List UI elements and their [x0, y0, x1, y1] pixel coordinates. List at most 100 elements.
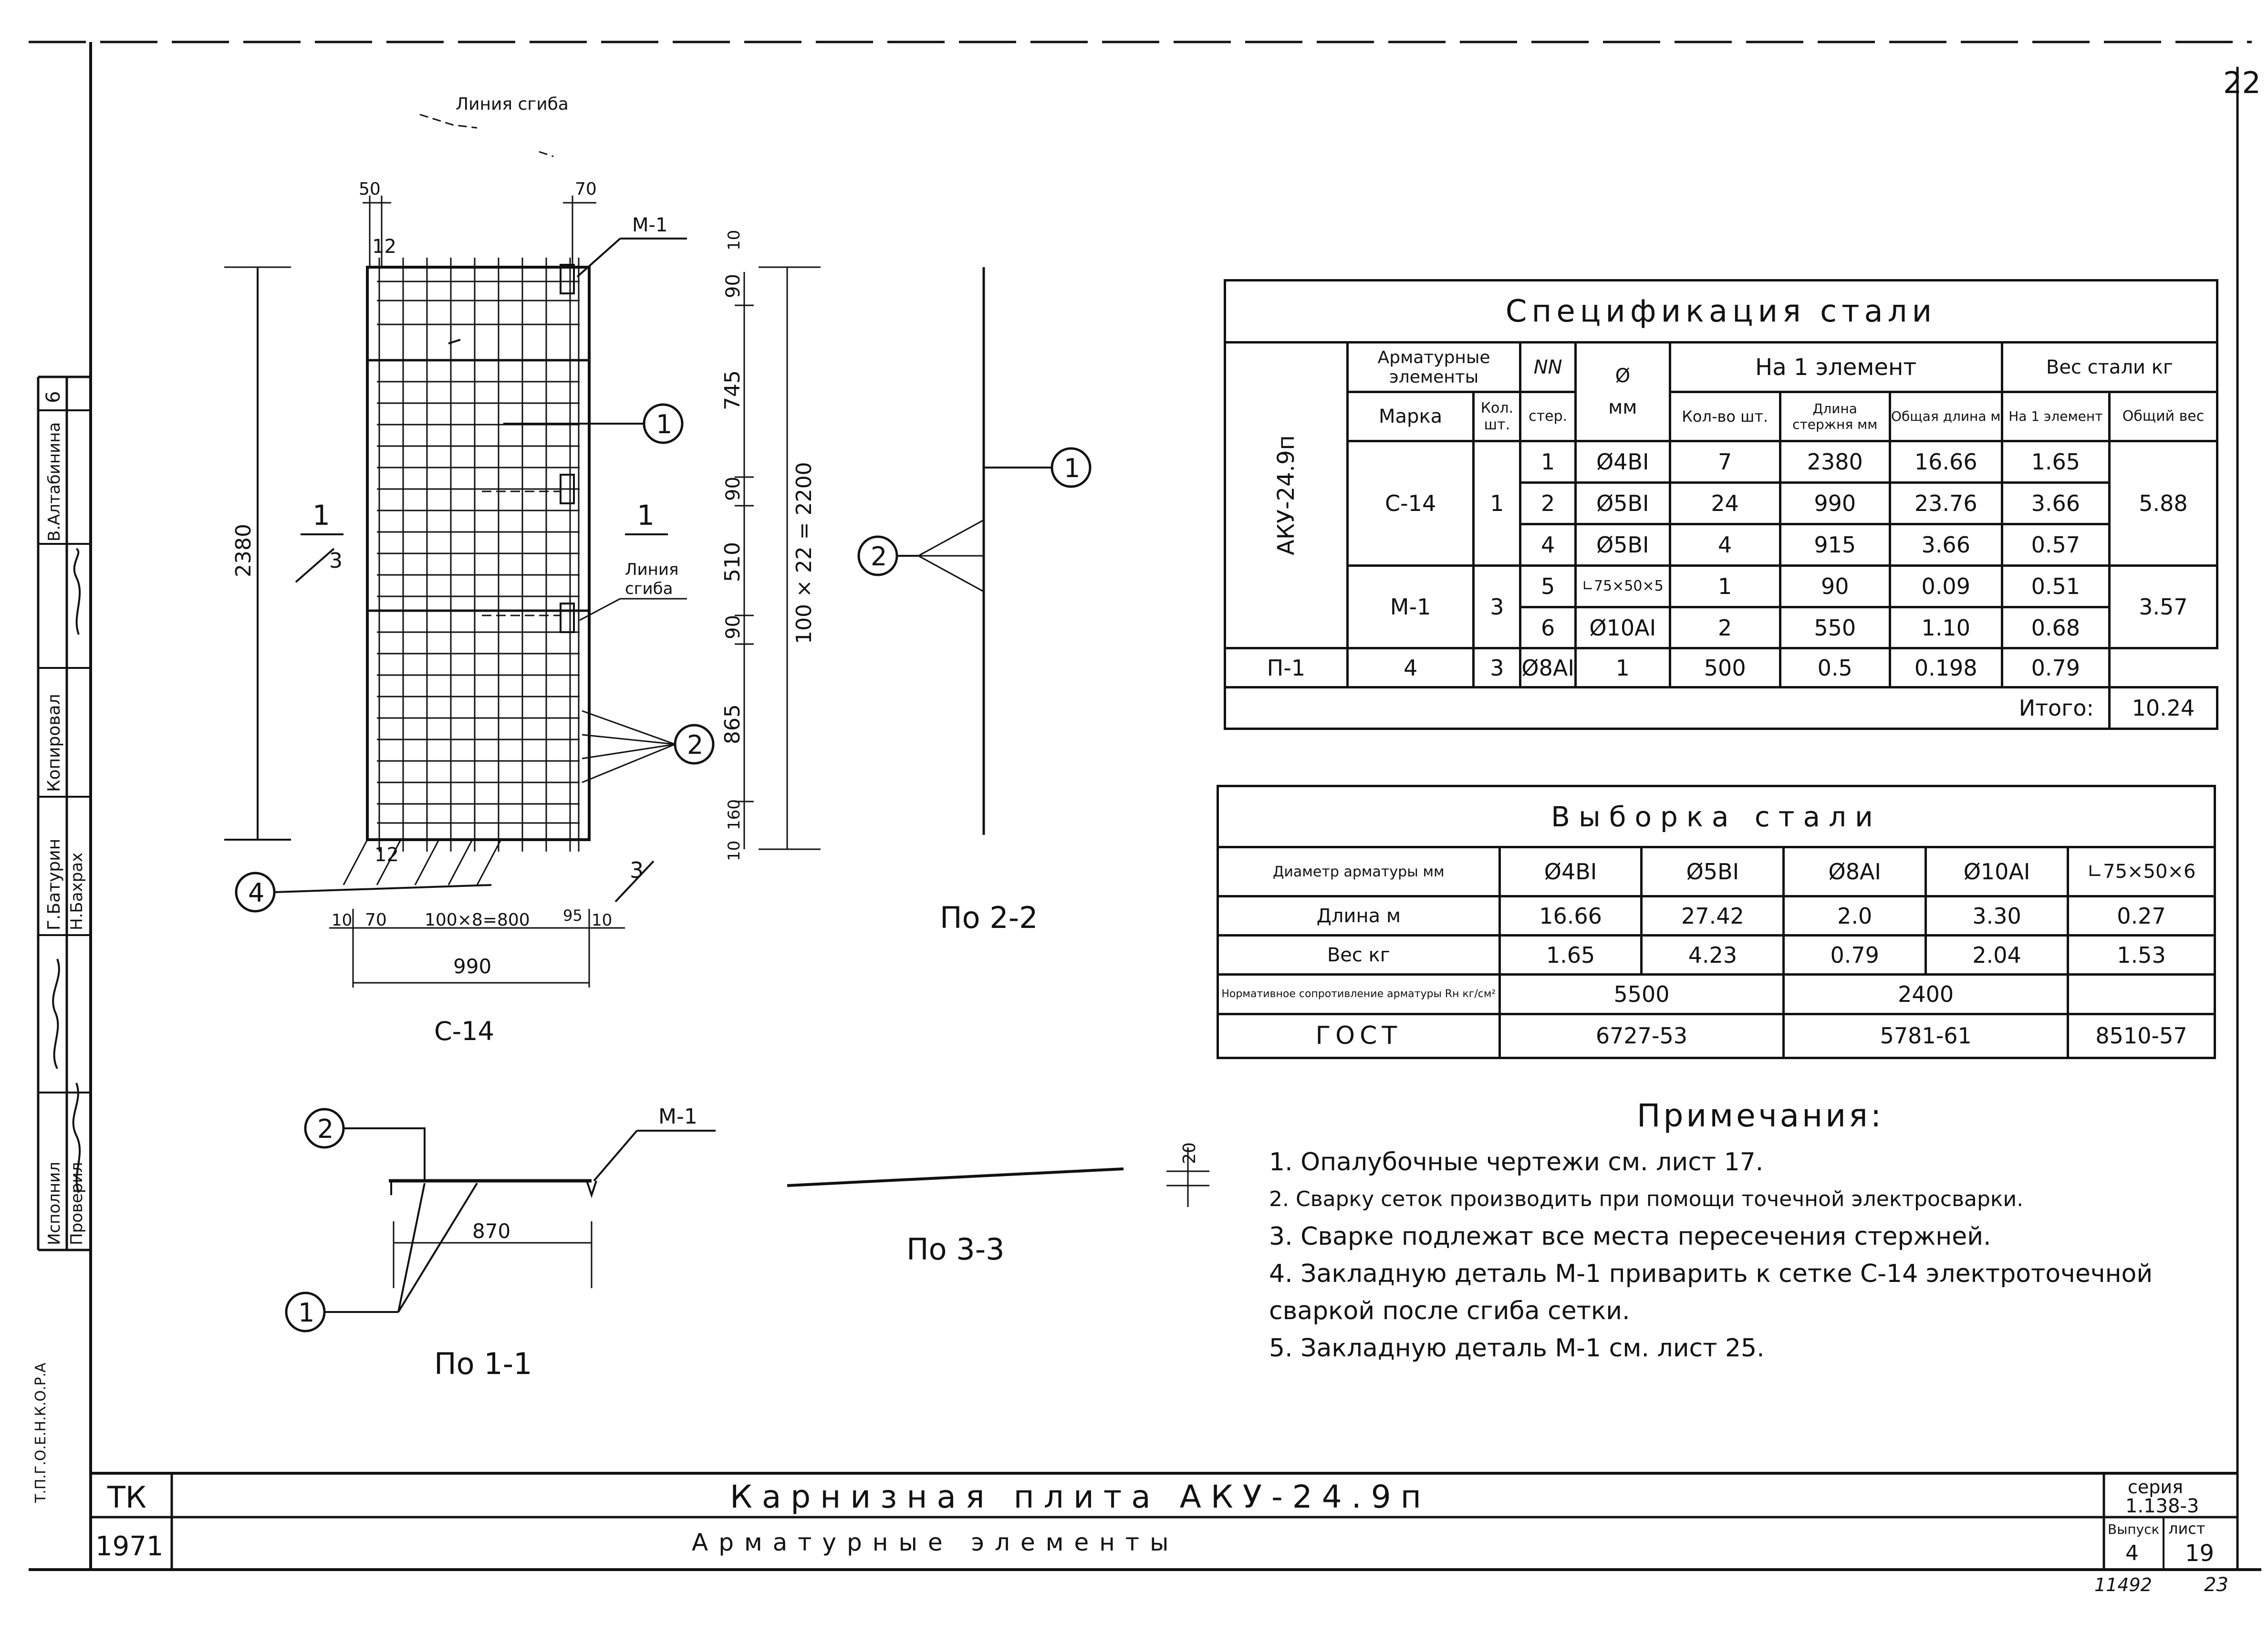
mesh-c14-annotations: Линия сгиба 50 70 12 М-1 2380 1 3 1 Лини… [224, 94, 821, 1046]
dim-870: 870 [472, 1219, 510, 1243]
spec-row-2-nn: 4 [1519, 522, 1577, 567]
spec-h-mark: Марка [1346, 390, 1475, 442]
mesh-title: С-14 [434, 1016, 494, 1046]
right-dim-8: 10 [725, 841, 744, 861]
spec-row-4-cnt: 2 [1668, 605, 1781, 650]
tb-bottom-right: 23 [2204, 1574, 2228, 1596]
section-2-2-callout-2: 2 [871, 541, 887, 572]
stamp-sheet-no: 6 [42, 391, 64, 403]
right-dim-3: 90 [722, 477, 744, 501]
tb-issue-value: 4 [2125, 1541, 2139, 1565]
spec-row-2-len: 915 [1779, 522, 1891, 567]
sel-gost-c: 8510-57 [2067, 1012, 2216, 1060]
callout-2: 2 [687, 730, 703, 760]
sel-len-2: 2.0 [1782, 895, 1927, 937]
note-3: 3. Сварке подлежат все места пересечения… [1269, 1222, 1991, 1251]
spec-row-0-len: 2380 [1779, 439, 1891, 484]
dim-10-a: 10 [332, 911, 352, 930]
section-1-1-mark-m1: М-1 [658, 1104, 697, 1129]
spec-h-rod: стер. [1519, 390, 1577, 442]
section-3-3-title: По 3-3 [906, 1232, 1005, 1267]
callout-4: 4 [248, 878, 264, 908]
spec-row-3-d: ∟75×50×5 [1574, 564, 1671, 608]
spec-h-wt: Общий вес [2108, 390, 2219, 442]
spec-row-5-d: Ø8АI [1519, 647, 1577, 688]
section-2-2-title: По 2-2 [940, 900, 1038, 935]
stamp-row-5: Копировал [44, 694, 64, 792]
spec-row-2-cnt: 4 [1668, 522, 1781, 567]
spec-h-per-el: На 1 элемент [1668, 341, 2003, 393]
spec-h-diam: Ø [1615, 365, 1631, 387]
right-dim-1: 90 [722, 274, 744, 298]
spec-row-1-cnt: 24 [1668, 481, 1781, 525]
tb-title-1: Карнизная плита АКУ-24.9п [730, 1478, 1431, 1515]
sel-h-diam: Диаметр арматуры мм [1217, 846, 1501, 898]
sel-col-1: Ø5ВI [1640, 846, 1785, 898]
tb-year: 1971 [95, 1531, 164, 1562]
spec-row-4-d: Ø10АI [1574, 605, 1671, 650]
notes: Примечания: 1. Опалубочные чертежи см. л… [1269, 1097, 2252, 1367]
right-dim-5: 90 [722, 615, 744, 639]
spec-row-0-cnt: 7 [1668, 439, 1781, 484]
tb-series-label: серия [2128, 1477, 2183, 1498]
dim-20: 20 [1180, 1142, 1199, 1164]
spec-row-1-len: 990 [1779, 481, 1891, 525]
stamp-bottom-code: Т.П.Г.О.Е.Н.К.О.Р.А [32, 1363, 49, 1503]
sel-col-3: Ø10АI [1925, 846, 2070, 898]
spec-row-0-d: Ø4ВI [1574, 439, 1671, 484]
spec-row-5-cnt: 1 [1574, 647, 1671, 688]
spec-row-3-len: 90 [1779, 564, 1891, 608]
spec-row-4-nn: 6 [1519, 605, 1577, 650]
spec-row-3-cnt: 1 [1668, 564, 1781, 608]
spec-side-cell: АКУ-24.9п [1224, 341, 1349, 650]
notes-title: Примечания: [1636, 1097, 1884, 1134]
signature-2 [52, 958, 60, 1069]
dim-2200: 100 × 22 = 2200 [792, 462, 816, 644]
dim-12-bottom: 12 [375, 844, 399, 866]
right-dim-6: 865 [720, 704, 745, 744]
sel-len-3: 3.30 [1925, 895, 2070, 937]
section-3-3: 20 По 3-3 [787, 1142, 1209, 1267]
spec-row-1-w1: 3.66 [2000, 481, 2111, 525]
right-dim-0: 10 [725, 230, 744, 250]
note-1: 1. Опалубочные чертежи см. лист 17. [1269, 1148, 1764, 1176]
stamp-row-4: Г.Батурин [44, 839, 64, 930]
spec-row-0-w1: 1.65 [2000, 439, 2111, 484]
note-5: 5. Закладную деталь М-1 см. лист 25. [1269, 1334, 1765, 1363]
sel-gost-b: 5781-61 [1782, 1012, 2070, 1060]
spec-row-3-nn: 5 [1519, 564, 1577, 608]
tb-title-2: Арматурные элементы [692, 1529, 1179, 1556]
spec-row-1-nn: 2 [1519, 481, 1577, 525]
sel-col-0: Ø4ВI [1498, 846, 1643, 898]
mesh-c14 [343, 258, 591, 885]
stamp-row-3: Н.Бахрах [67, 853, 86, 930]
spec-row-5-len: 500 [1668, 647, 1781, 688]
sel-w-2: 0.79 [1782, 934, 1927, 976]
spec-h-total-len: Общая длина м [1888, 390, 2003, 442]
spec-h-weight: Вес стали кг [2000, 341, 2219, 393]
sel-col-4: ∟75×50×6 [2067, 846, 2216, 898]
spec-h-elements: Арматурные элементы [1346, 341, 1522, 393]
stamp-row-1: Исполнил [45, 1162, 64, 1245]
tb-sheet-value: 19 [2185, 1540, 2214, 1567]
section-2-2: 2 1 По 2-2 [857, 267, 1092, 935]
spec-h-nn: NN [1519, 341, 1577, 393]
bend-line-side-1: Линия [625, 560, 678, 579]
spec-total-label: Итого: [1224, 686, 2110, 730]
sel-w-3: 2.04 [1925, 934, 2070, 976]
section-1-1-title: По 1-1 [434, 1346, 532, 1381]
spec-h-qty: Кол. шт. [1472, 390, 1522, 442]
tb-series-value: 1.138-3 [2125, 1495, 2199, 1517]
tb-sheet-label: лист [2168, 1520, 2205, 1538]
spec-row-5-wt: 0.79 [2000, 647, 2111, 688]
sel-gost-label: ГОСТ [1217, 1012, 1501, 1060]
signature-1 [72, 1083, 81, 1193]
sel-gost-a: 6727-53 [1498, 1012, 1785, 1060]
spec-row-0-wt: 5.88 [2108, 439, 2219, 567]
spec-row-3-mark: М-1 [1346, 564, 1475, 650]
spec-row-3-qty: 3 [1472, 564, 1522, 650]
section-1-right: 1 [637, 499, 655, 531]
spec-row-5-w1: 0.198 [1888, 647, 2003, 688]
